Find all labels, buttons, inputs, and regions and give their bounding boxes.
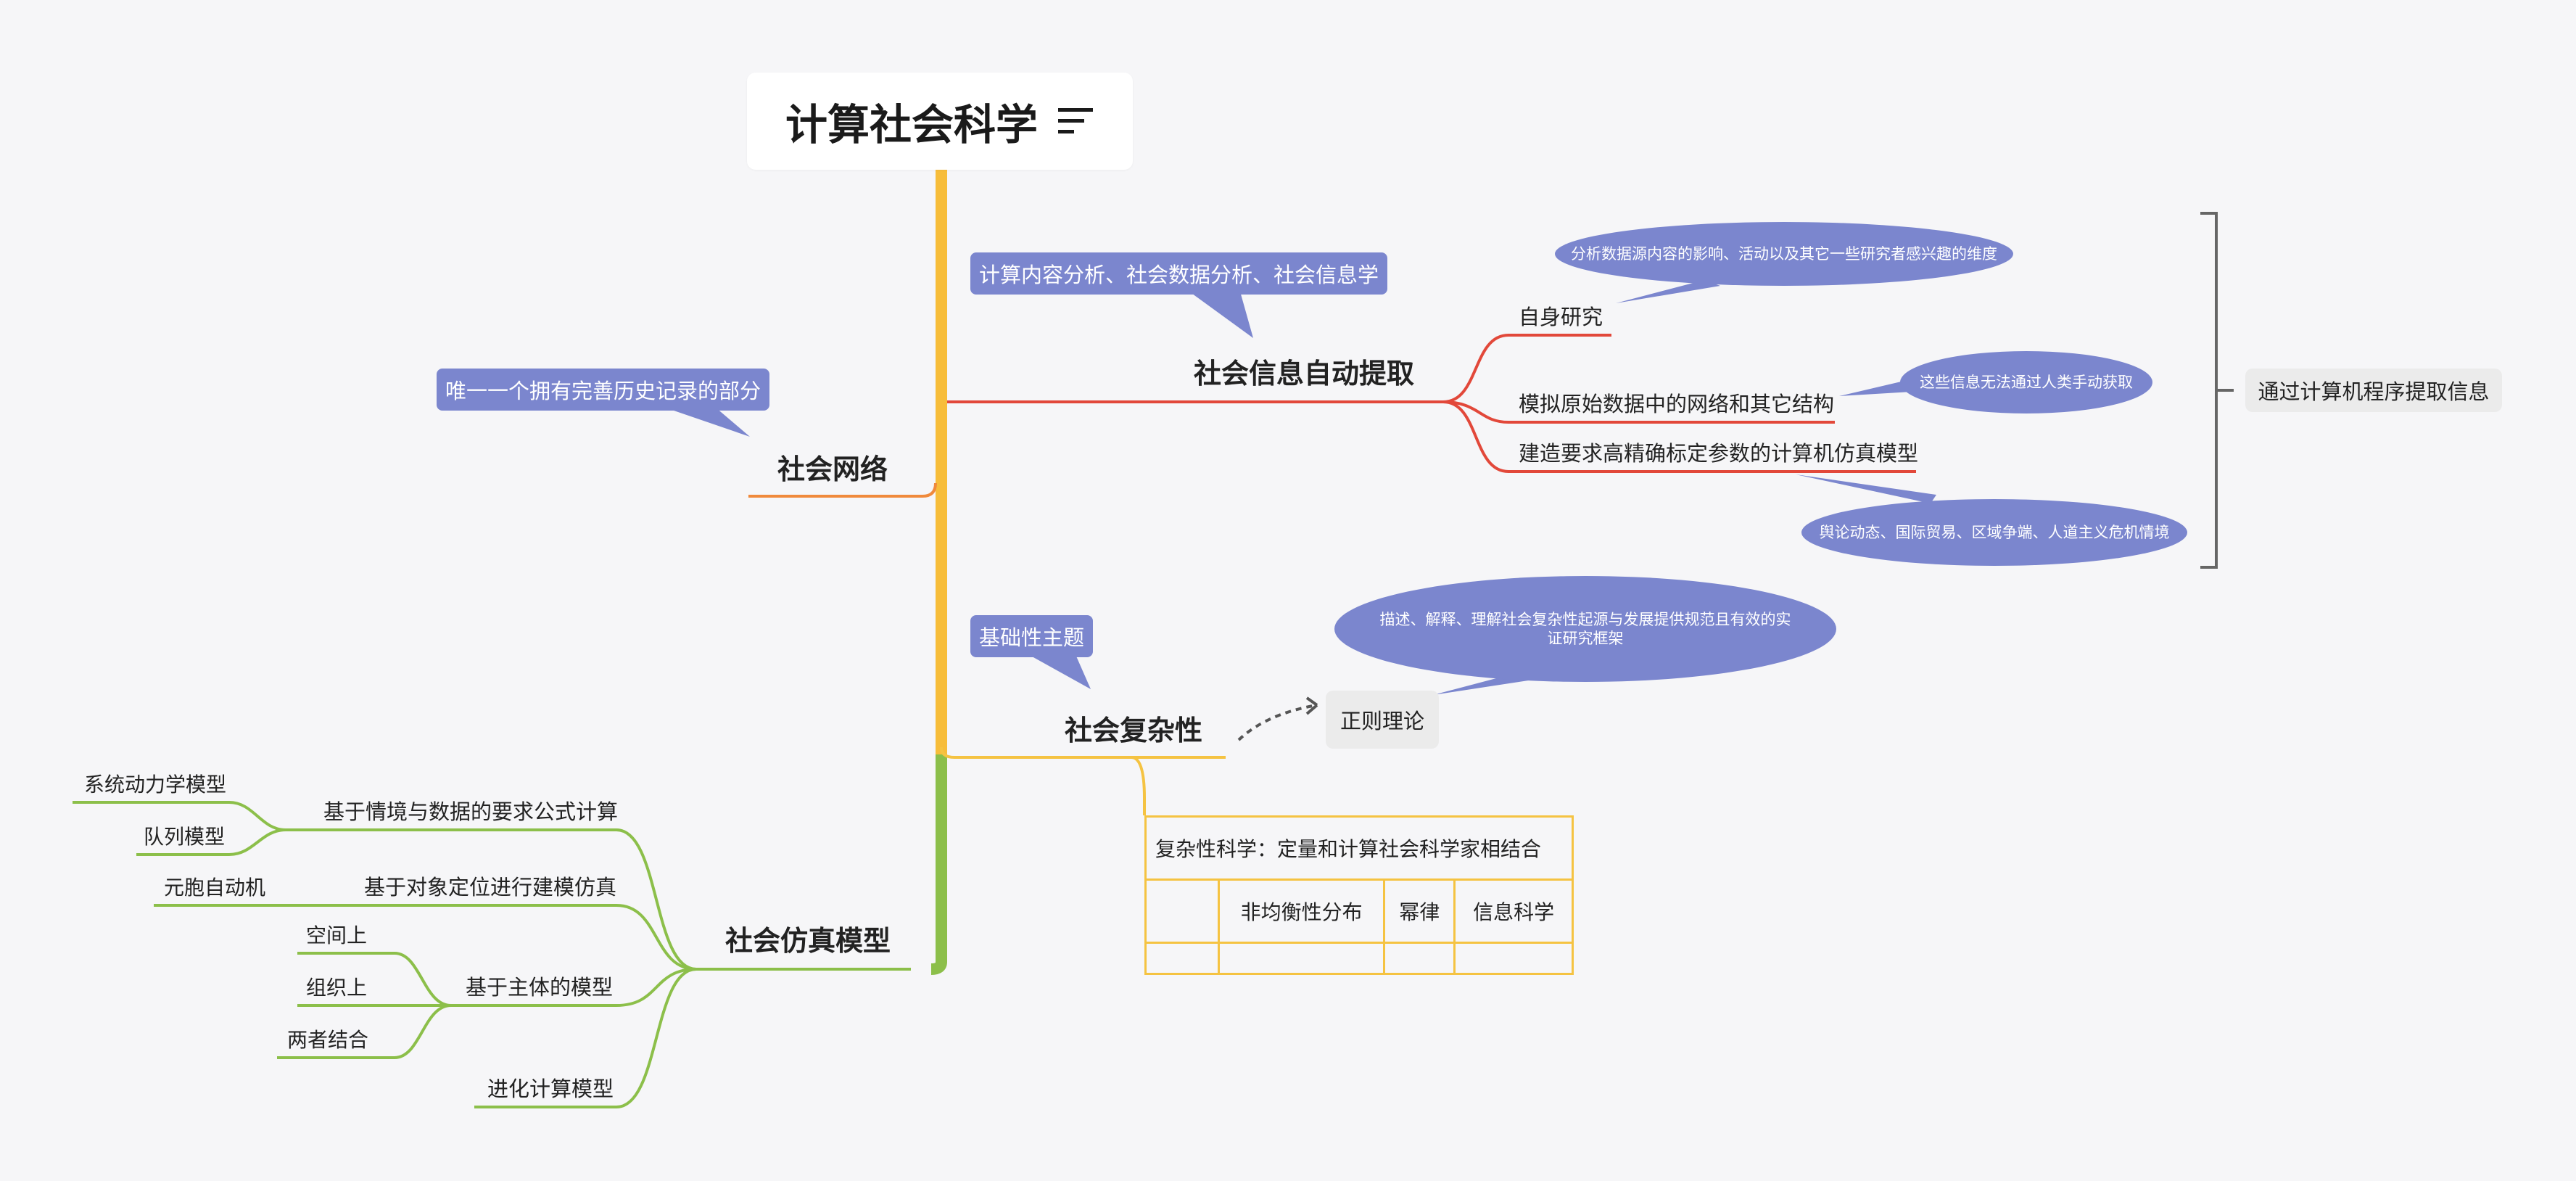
- pointer-complexity-label: [1025, 653, 1091, 689]
- pointer-child-2: [1839, 380, 1912, 396]
- complexity-matrix: 复杂性科学：定量和计算社会科学家相结合 非均衡性分布 幂律 信息科学: [1144, 815, 1574, 975]
- sim-gc-queue[interactable]: 队列模型: [144, 825, 226, 849]
- matrix-cell: [1453, 942, 1574, 975]
- social-network-label: 唯一一个拥有完善历史记录的部分: [437, 369, 770, 411]
- info-extraction-label: 计算内容分析、社会数据分析、社会信息学: [970, 252, 1388, 295]
- sim-gc-organizational[interactable]: 组织上: [306, 976, 368, 1000]
- sim-child-formula[interactable]: 基于情境与数据的要求公式计算: [323, 799, 619, 824]
- info-child-2-line: [1442, 400, 1835, 424]
- topic-social-network[interactable]: 社会网络: [777, 453, 888, 485]
- info-child-self-research[interactable]: 自身研究: [1519, 305, 1603, 329]
- callout-network-structure: 这些信息无法通过人类手动获取: [1900, 351, 2152, 413]
- network-branch-line: [748, 482, 937, 498]
- sim-gc-cellular[interactable]: 元胞自动机: [164, 876, 266, 900]
- sim-gc-1-1-line: [73, 801, 286, 831]
- matrix-title: 复杂性科学：定量和计算社会科学家相结合: [1144, 815, 1574, 881]
- sim-gc-1-2-line: [136, 828, 286, 856]
- matrix-row-header: [1144, 878, 1220, 944]
- info-child-network-structure[interactable]: 模拟原始数据中的网络和其它结构: [1519, 392, 1835, 416]
- pointer-child-3: [1796, 474, 1936, 503]
- relationship-arrow: [1237, 704, 1318, 741]
- pointer-child-1: [1616, 280, 1720, 303]
- info-child-3-line: [1442, 400, 1916, 473]
- pointer-info-label: [1189, 292, 1253, 338]
- callout-self-research: 分析数据源内容的影响、活动以及其它一些研究者感兴趣的维度: [1555, 222, 2013, 286]
- sim-gc-3-3-line: [277, 1004, 452, 1059]
- relationship-target-topic[interactable]: 正则理论: [1326, 691, 1439, 749]
- root-title: 计算社会科学: [785, 100, 1038, 149]
- pointer-network-label: [653, 403, 750, 437]
- sim-child-object[interactable]: 基于对象定位进行建模仿真: [364, 875, 617, 900]
- social-complexity-label: 基础性主题: [970, 615, 1094, 657]
- sim-child-evolutionary[interactable]: 进化计算模型: [487, 1077, 614, 1101]
- summary-bracket: [2200, 212, 2234, 569]
- sim-child-agent[interactable]: 基于主体的模型: [466, 975, 614, 1000]
- notes-icon[interactable]: [1058, 107, 1094, 136]
- sim-gc-system-dynamics[interactable]: 系统动力学模型: [84, 773, 227, 797]
- topic-info-extraction[interactable]: 社会信息自动提取: [1194, 358, 1415, 390]
- sim-child-4-line: [474, 968, 697, 1108]
- sim-child-1-line: [283, 828, 697, 971]
- sim-gc-spatial[interactable]: 空间上: [306, 923, 368, 947]
- relationship-arrow-head: [1305, 696, 1318, 715]
- matrix-cell: [1217, 942, 1386, 975]
- topic-simulation[interactable]: 社会仿真模型: [725, 925, 891, 957]
- summary-topic[interactable]: 通过计算机程序提取信息: [2245, 369, 2502, 412]
- complexity-to-matrix-line: [1131, 756, 1146, 815]
- sim-child-2-line: [283, 904, 697, 971]
- root-topic[interactable]: 计算社会科学: [747, 73, 1133, 170]
- info-child-simulation-model[interactable]: 建造要求高精确标定参数的计算机仿真模型: [1519, 441, 1919, 466]
- matrix-cell: [1144, 942, 1220, 975]
- sim-gc-3-1-line: [297, 952, 452, 1007]
- matrix-cell: [1383, 942, 1456, 975]
- sim-gc-combined[interactable]: 两者结合: [287, 1028, 369, 1052]
- sim-child-3-line: [450, 968, 697, 1007]
- trunk-lower: [930, 754, 947, 975]
- relationship-callout: 描述、解释、理解社会复杂性起源与发展提供规范且有效的实证研究框架: [1334, 576, 1836, 682]
- matrix-column-2[interactable]: 幂律: [1383, 878, 1456, 944]
- matrix-column-1[interactable]: 非均衡性分布: [1217, 878, 1386, 944]
- info-child-1-line: [1442, 334, 1611, 403]
- matrix-column-3[interactable]: 信息科学: [1453, 878, 1574, 944]
- topic-social-complexity[interactable]: 社会复杂性: [1065, 715, 1203, 746]
- callout-simulation-model: 舆论动态、国际贸易、区域争端、人道主义危机情境: [1801, 499, 2187, 566]
- complexity-branch-line: [940, 746, 1226, 759]
